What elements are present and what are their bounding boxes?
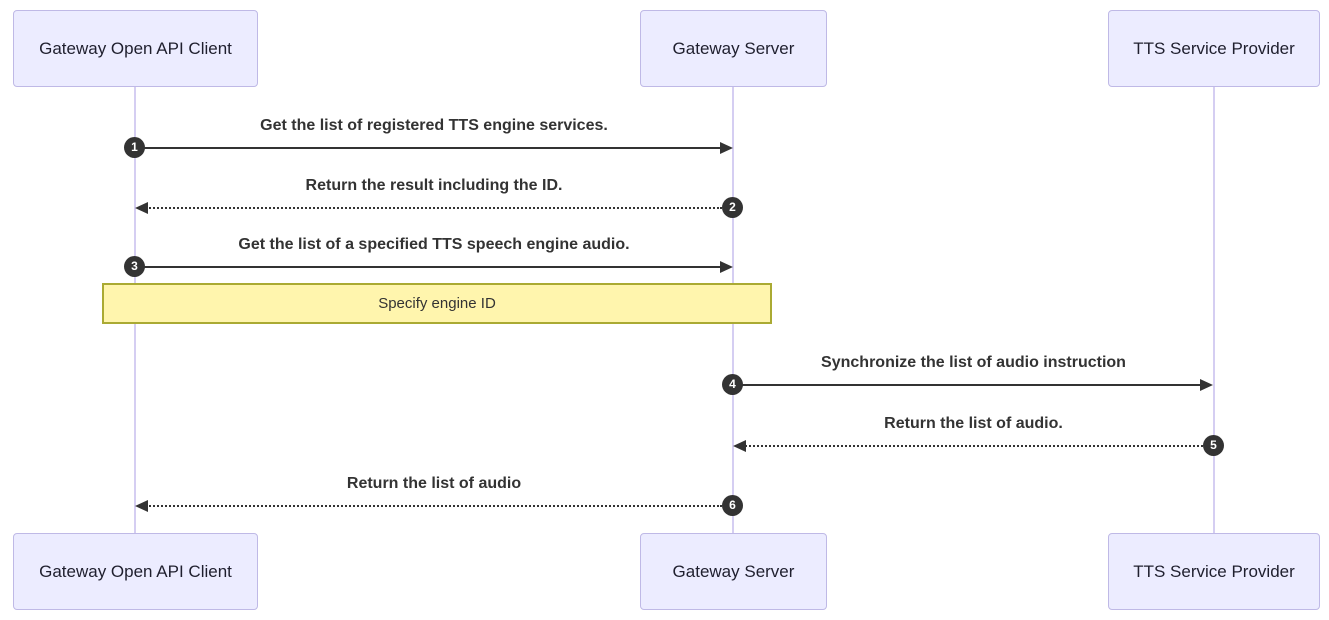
actor-label: Gateway Open API Client: [39, 561, 232, 581]
message-2-label: Return the result including the ID.: [305, 177, 563, 194]
actor-bottom-gateway-server: Gateway Server: [640, 533, 827, 610]
message-4-seq-badge: 4: [722, 374, 743, 395]
message-5-arrowhead-icon: [733, 440, 746, 452]
actor-top-gateway-open-api-client: Gateway Open API Client: [13, 10, 258, 87]
actor-bottom-tts-service-provider: TTS Service Provider: [1108, 533, 1320, 610]
message-1-seq-badge: 1: [124, 137, 145, 158]
actor-label: Gateway Server: [672, 561, 795, 581]
message-2-seq-badge: 2: [722, 197, 743, 218]
message-1-label: Get the list of registered TTS engine se…: [260, 117, 608, 134]
message-6-label: Return the list of audio: [346, 475, 522, 492]
actor-label: Gateway Open API Client: [39, 38, 232, 58]
note-label: Specify engine ID: [378, 295, 496, 312]
message-2-arrow-line: [146, 207, 722, 209]
actor-label: TTS Service Provider: [1133, 561, 1295, 581]
actor-top-tts-service-provider: TTS Service Provider: [1108, 10, 1320, 87]
actor-label: TTS Service Provider: [1133, 38, 1295, 58]
message-3-arrowhead-icon: [720, 261, 733, 273]
message-6-arrowhead-icon: [135, 500, 148, 512]
message-1-arrow-line: [136, 147, 720, 149]
message-3-seq-badge: 3: [124, 256, 145, 277]
actor-top-gateway-server: Gateway Server: [640, 10, 827, 87]
actor-label: Gateway Server: [672, 38, 795, 58]
message-4-label: Synchronize the list of audio instructio…: [821, 354, 1126, 371]
message-4-arrow-line: [734, 384, 1200, 386]
note-specify-engine-id: Specify engine ID: [102, 283, 772, 324]
lifeline-tts-service-provider: [1213, 87, 1215, 533]
message-5-seq-badge: 5: [1203, 435, 1224, 456]
message-1-arrowhead-icon: [720, 142, 733, 154]
message-4-arrowhead-icon: [1200, 379, 1213, 391]
actor-bottom-gateway-open-api-client: Gateway Open API Client: [13, 533, 258, 610]
message-3-arrow-line: [136, 266, 720, 268]
message-2-arrowhead-icon: [135, 202, 148, 214]
message-5-arrow-line: [745, 445, 1203, 447]
message-5-label: Return the list of audio.: [884, 415, 1063, 432]
message-6-seq-badge: 6: [722, 495, 743, 516]
message-6-arrow-line: [146, 505, 722, 507]
message-3-label: Get the list of a specified TTS speech e…: [238, 236, 630, 253]
